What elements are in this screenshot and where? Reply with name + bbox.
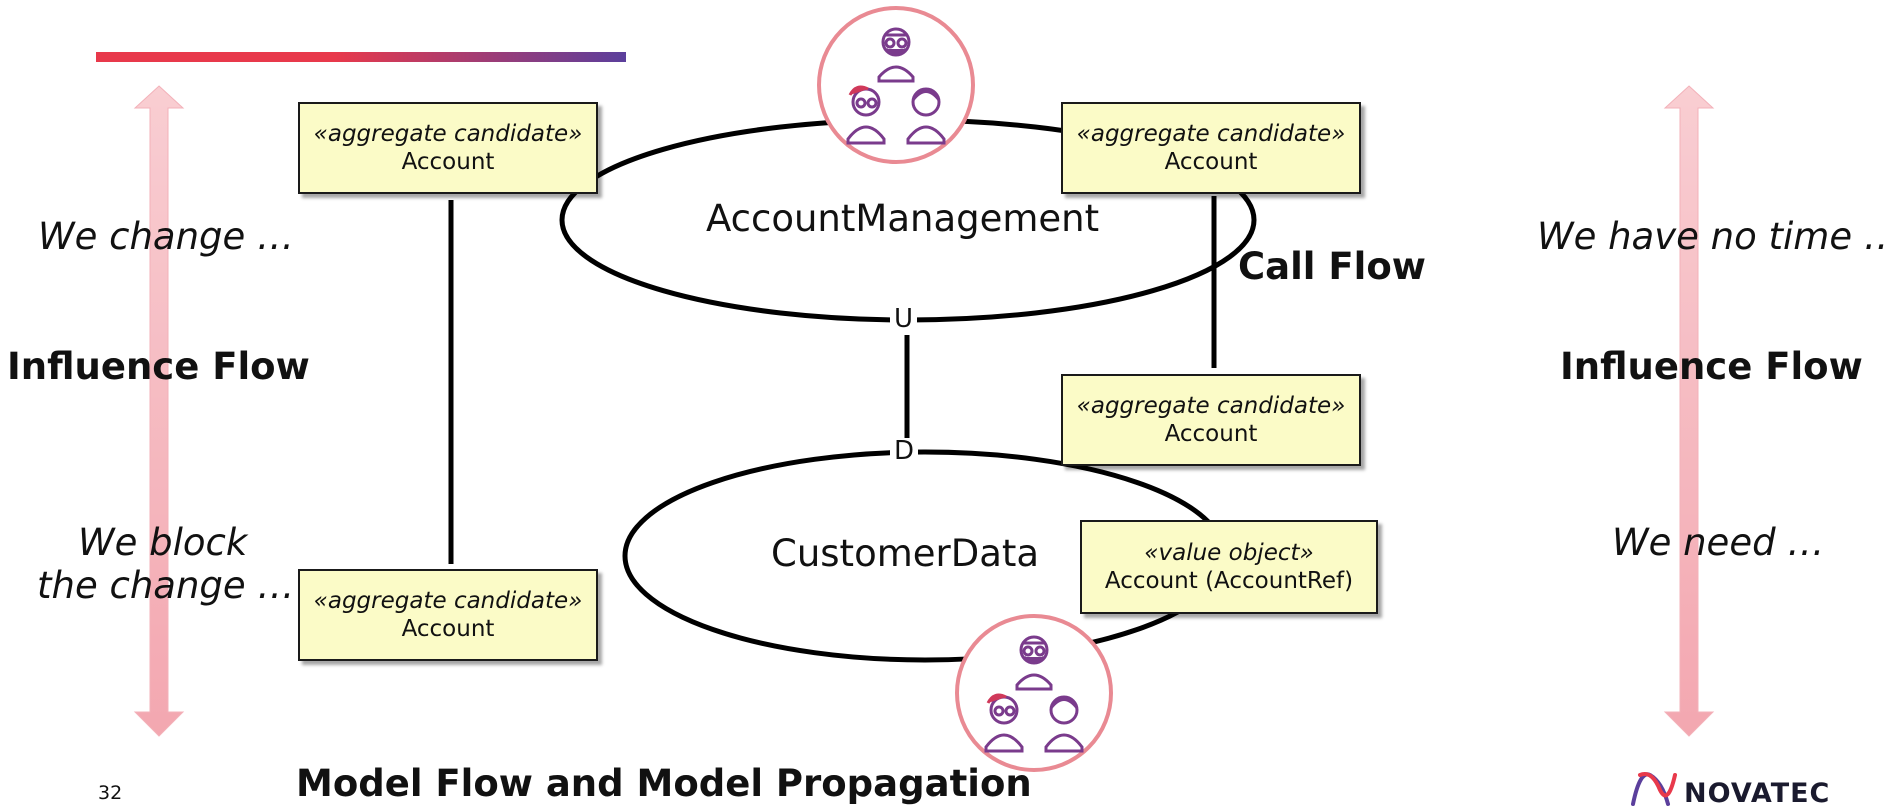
left-top-text: We change … <box>38 215 295 258</box>
influence-arrow-left <box>133 85 185 737</box>
logo-text: NOVATEC <box>1684 778 1831 809</box>
context-name-account-management: AccountManagement <box>706 197 1100 240</box>
box-name: Account <box>1164 421 1258 447</box>
context-name-customer-data: CustomerData <box>771 532 1040 575</box>
box-stereotype: «aggregate candidate» <box>1076 393 1346 419</box>
team-icon-bottom <box>955 614 1113 772</box>
box-name: Account (AccountRef) <box>1104 568 1354 594</box>
left-influence-flow-label: Influence Flow <box>7 345 310 388</box>
aggregate-box-middle-right: «aggregate candidate» Account <box>1061 374 1361 466</box>
aggregate-box-bottom-left: «aggregate candidate» Account <box>298 569 598 661</box>
value-object-box: «value object» Account (AccountRef) <box>1080 520 1378 614</box>
slide-title: Model Flow and Model Propagation <box>296 762 1032 805</box>
downstream-marker: D <box>890 438 919 464</box>
right-top-text: We have no time … <box>1537 215 1884 258</box>
box-stereotype: «value object» <box>1144 540 1314 566</box>
left-bottom-text-line2: the change … <box>37 564 295 607</box>
influence-arrow-right <box>1663 85 1715 737</box>
left-bottom-text-line1: We block <box>78 521 248 564</box>
box-name: Account <box>1164 149 1258 175</box>
page-number: 32 <box>98 782 123 804</box>
right-influence-flow-label: Influence Flow <box>1560 345 1863 388</box>
upstream-marker: U <box>890 306 918 332</box>
box-name: Account <box>401 149 495 175</box>
novatec-logo-icon <box>1631 772 1677 806</box>
right-bottom-text: We need … <box>1612 521 1825 564</box>
team-icon-top <box>817 6 975 164</box>
box-stereotype: «aggregate candidate» <box>1076 121 1346 147</box>
header-accent-bar <box>96 52 626 62</box>
call-flow-label: Call Flow <box>1238 245 1426 288</box>
aggregate-box-top-left: «aggregate candidate» Account <box>298 102 598 194</box>
box-stereotype: «aggregate candidate» <box>313 588 583 614</box>
box-name: Account <box>401 616 495 642</box>
box-stereotype: «aggregate candidate» <box>313 121 583 147</box>
aggregate-box-top-right: «aggregate candidate» Account <box>1061 102 1361 194</box>
